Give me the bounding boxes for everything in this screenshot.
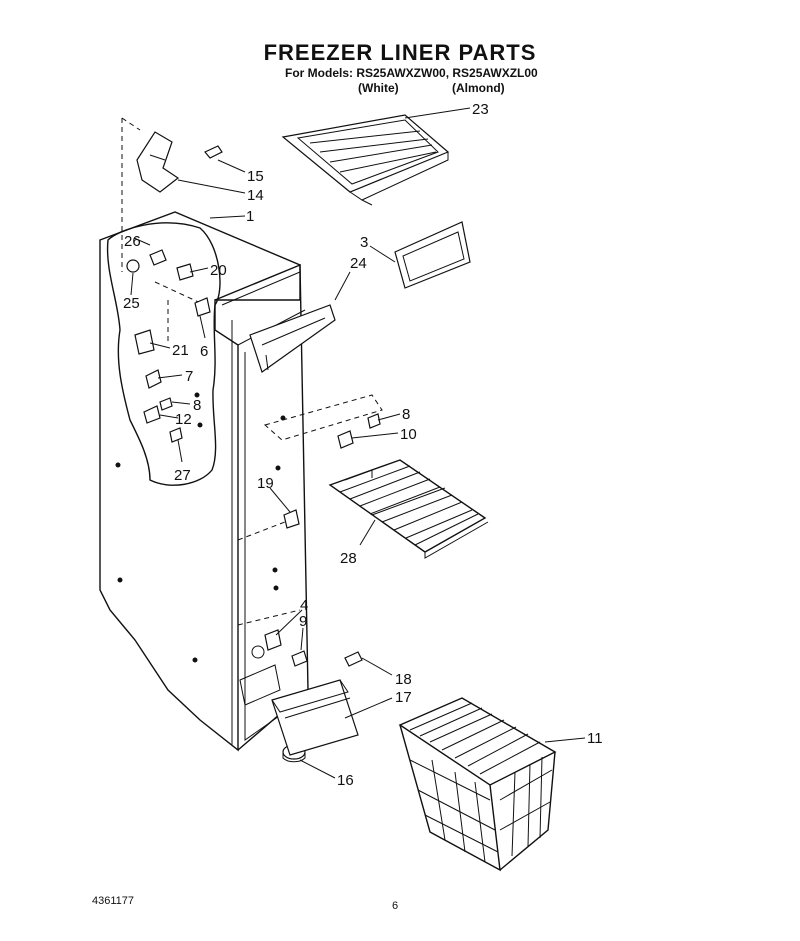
wire-shelf-28 [328,459,489,559]
callout-3: 3 [360,234,368,251]
screw-9 [291,650,308,667]
callout-12: 12 [175,411,192,428]
callout-7: 7 [185,368,193,385]
variant-almond-label: (Almond) [452,81,505,95]
part-8-left [159,397,173,411]
models-line: For Models: RS25AWXZW00, RS25AWXZL00 [285,66,538,80]
frame-3 [394,221,471,289]
callout-10: 10 [400,426,417,443]
callout-23: 23 [472,101,489,118]
callout-26: 26 [124,233,141,250]
part-4 [264,629,282,651]
trim-17 [271,679,359,756]
screw-18 [344,651,363,667]
callout-9: 9 [299,613,307,630]
part-8-right [367,413,381,429]
callout-11: 11 [587,730,603,747]
page-title: FREEZER LINER PARTS [263,40,537,65]
callout-8-left: 8 [193,397,201,414]
tray-23 [281,114,450,206]
callout-17: 17 [395,689,412,706]
part-12 [143,405,161,424]
callout-19: 19 [257,475,274,492]
callout-15: 15 [247,168,264,185]
callout-6: 6 [200,343,208,360]
bracket-14 [136,131,180,193]
callout-14: 14 [247,187,264,204]
callout-27: 27 [174,467,191,484]
part-6 [194,297,211,317]
callout-4: 4 [300,597,308,614]
callout-20: 20 [210,262,227,279]
part-7 [145,369,162,389]
part-10 [337,430,354,449]
callout-1: 1 [246,208,254,225]
callout-8-right: 8 [402,406,410,423]
part-20 [176,263,194,281]
part-27 [169,427,183,443]
callout-21: 21 [172,342,189,359]
wire-basket-11 [398,697,557,872]
light-shield-24 [249,304,336,373]
callout-25: 25 [123,295,140,312]
part-19 [283,509,300,529]
part-21 [134,329,155,355]
variant-white-label: (White) [358,81,399,95]
bulb-25 [126,259,140,273]
callout-24: 24 [350,255,367,272]
socket-26 [149,249,167,266]
document-number: 4361177 [92,895,135,907]
callout-18: 18 [395,671,412,688]
screw-15 [204,145,223,159]
callout-28: 28 [340,550,357,567]
callout-16: 16 [337,772,354,789]
page-number: 6 [392,900,399,912]
